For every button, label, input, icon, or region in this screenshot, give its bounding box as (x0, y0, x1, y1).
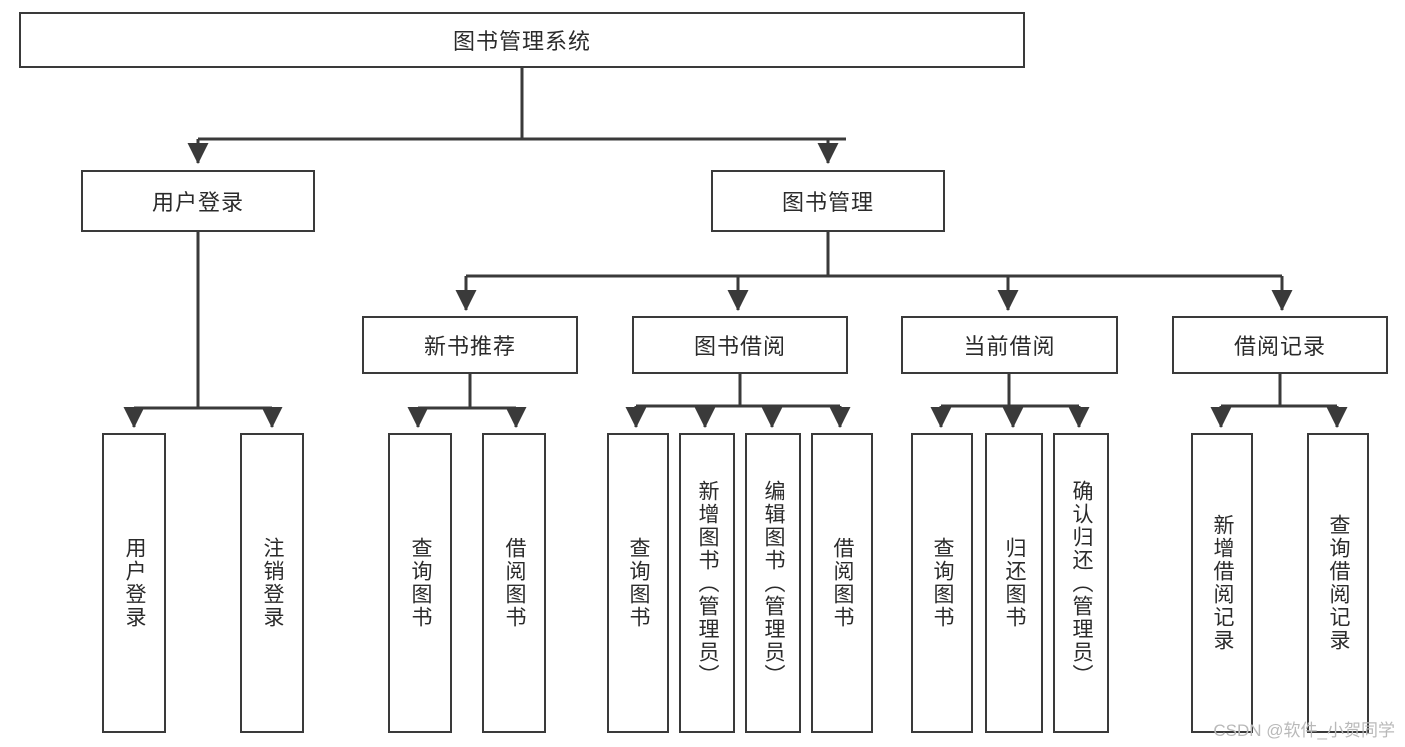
node-label: 借阅图书 (503, 537, 527, 629)
node-current-borrow[interactable]: 当前借阅 (901, 316, 1118, 374)
node-leaf-query-book-2[interactable]: 查询图书 (607, 433, 669, 733)
node-new-book-rec[interactable]: 新书推荐 (362, 316, 578, 374)
node-label: 新增图书（管理员） (696, 479, 720, 687)
node-leaf-confirm-return[interactable]: 确认归还（管理员） (1053, 433, 1109, 733)
node-label: 新增借阅记录 (1211, 514, 1235, 652)
node-label: 编辑图书（管理员） (762, 479, 786, 687)
node-leaf-return-book[interactable]: 归还图书 (985, 433, 1043, 733)
node-label: 查询图书 (409, 537, 433, 629)
node-leaf-user-login[interactable]: 用户登录 (102, 433, 166, 733)
node-label: 用户登录 (151, 190, 244, 215)
node-leaf-query-book-3[interactable]: 查询图书 (911, 433, 973, 733)
node-label: 图书管理系统 (452, 29, 591, 54)
node-label: 查询图书 (627, 537, 651, 629)
node-label: 当前借阅 (963, 334, 1056, 359)
watermark-text: CSDN @软件_小贺同学 (1213, 721, 1395, 740)
node-label: 图书管理 (781, 190, 874, 215)
node-leaf-query-record[interactable]: 查询借阅记录 (1307, 433, 1369, 733)
node-leaf-borrow-book-2[interactable]: 借阅图书 (811, 433, 873, 733)
node-leaf-logout[interactable]: 注销登录 (240, 433, 304, 733)
node-book-manage[interactable]: 图书管理 (711, 170, 945, 232)
node-label: 新书推荐 (423, 334, 516, 359)
node-leaf-edit-book[interactable]: 编辑图书（管理员） (745, 433, 801, 733)
node-leaf-borrow-book-1[interactable]: 借阅图书 (482, 433, 546, 733)
node-label: 归还图书 (1003, 537, 1027, 629)
node-label: 借阅记录 (1233, 334, 1326, 359)
node-label: 用户登录 (123, 537, 147, 629)
node-label: 查询借阅记录 (1327, 514, 1351, 652)
node-user-login[interactable]: 用户登录 (81, 170, 315, 232)
node-leaf-add-book[interactable]: 新增图书（管理员） (679, 433, 735, 733)
node-label: 借阅图书 (831, 537, 855, 629)
node-book-borrow[interactable]: 图书借阅 (632, 316, 848, 374)
node-label: 注销登录 (261, 537, 285, 629)
node-root[interactable]: 图书管理系统 (19, 12, 1025, 68)
node-leaf-query-book-1[interactable]: 查询图书 (388, 433, 452, 733)
node-label: 确认归还（管理员） (1070, 479, 1094, 687)
node-label: 查询图书 (931, 537, 955, 629)
node-borrow-record[interactable]: 借阅记录 (1172, 316, 1388, 374)
node-label: 图书借阅 (693, 334, 786, 359)
node-leaf-add-record[interactable]: 新增借阅记录 (1191, 433, 1253, 733)
